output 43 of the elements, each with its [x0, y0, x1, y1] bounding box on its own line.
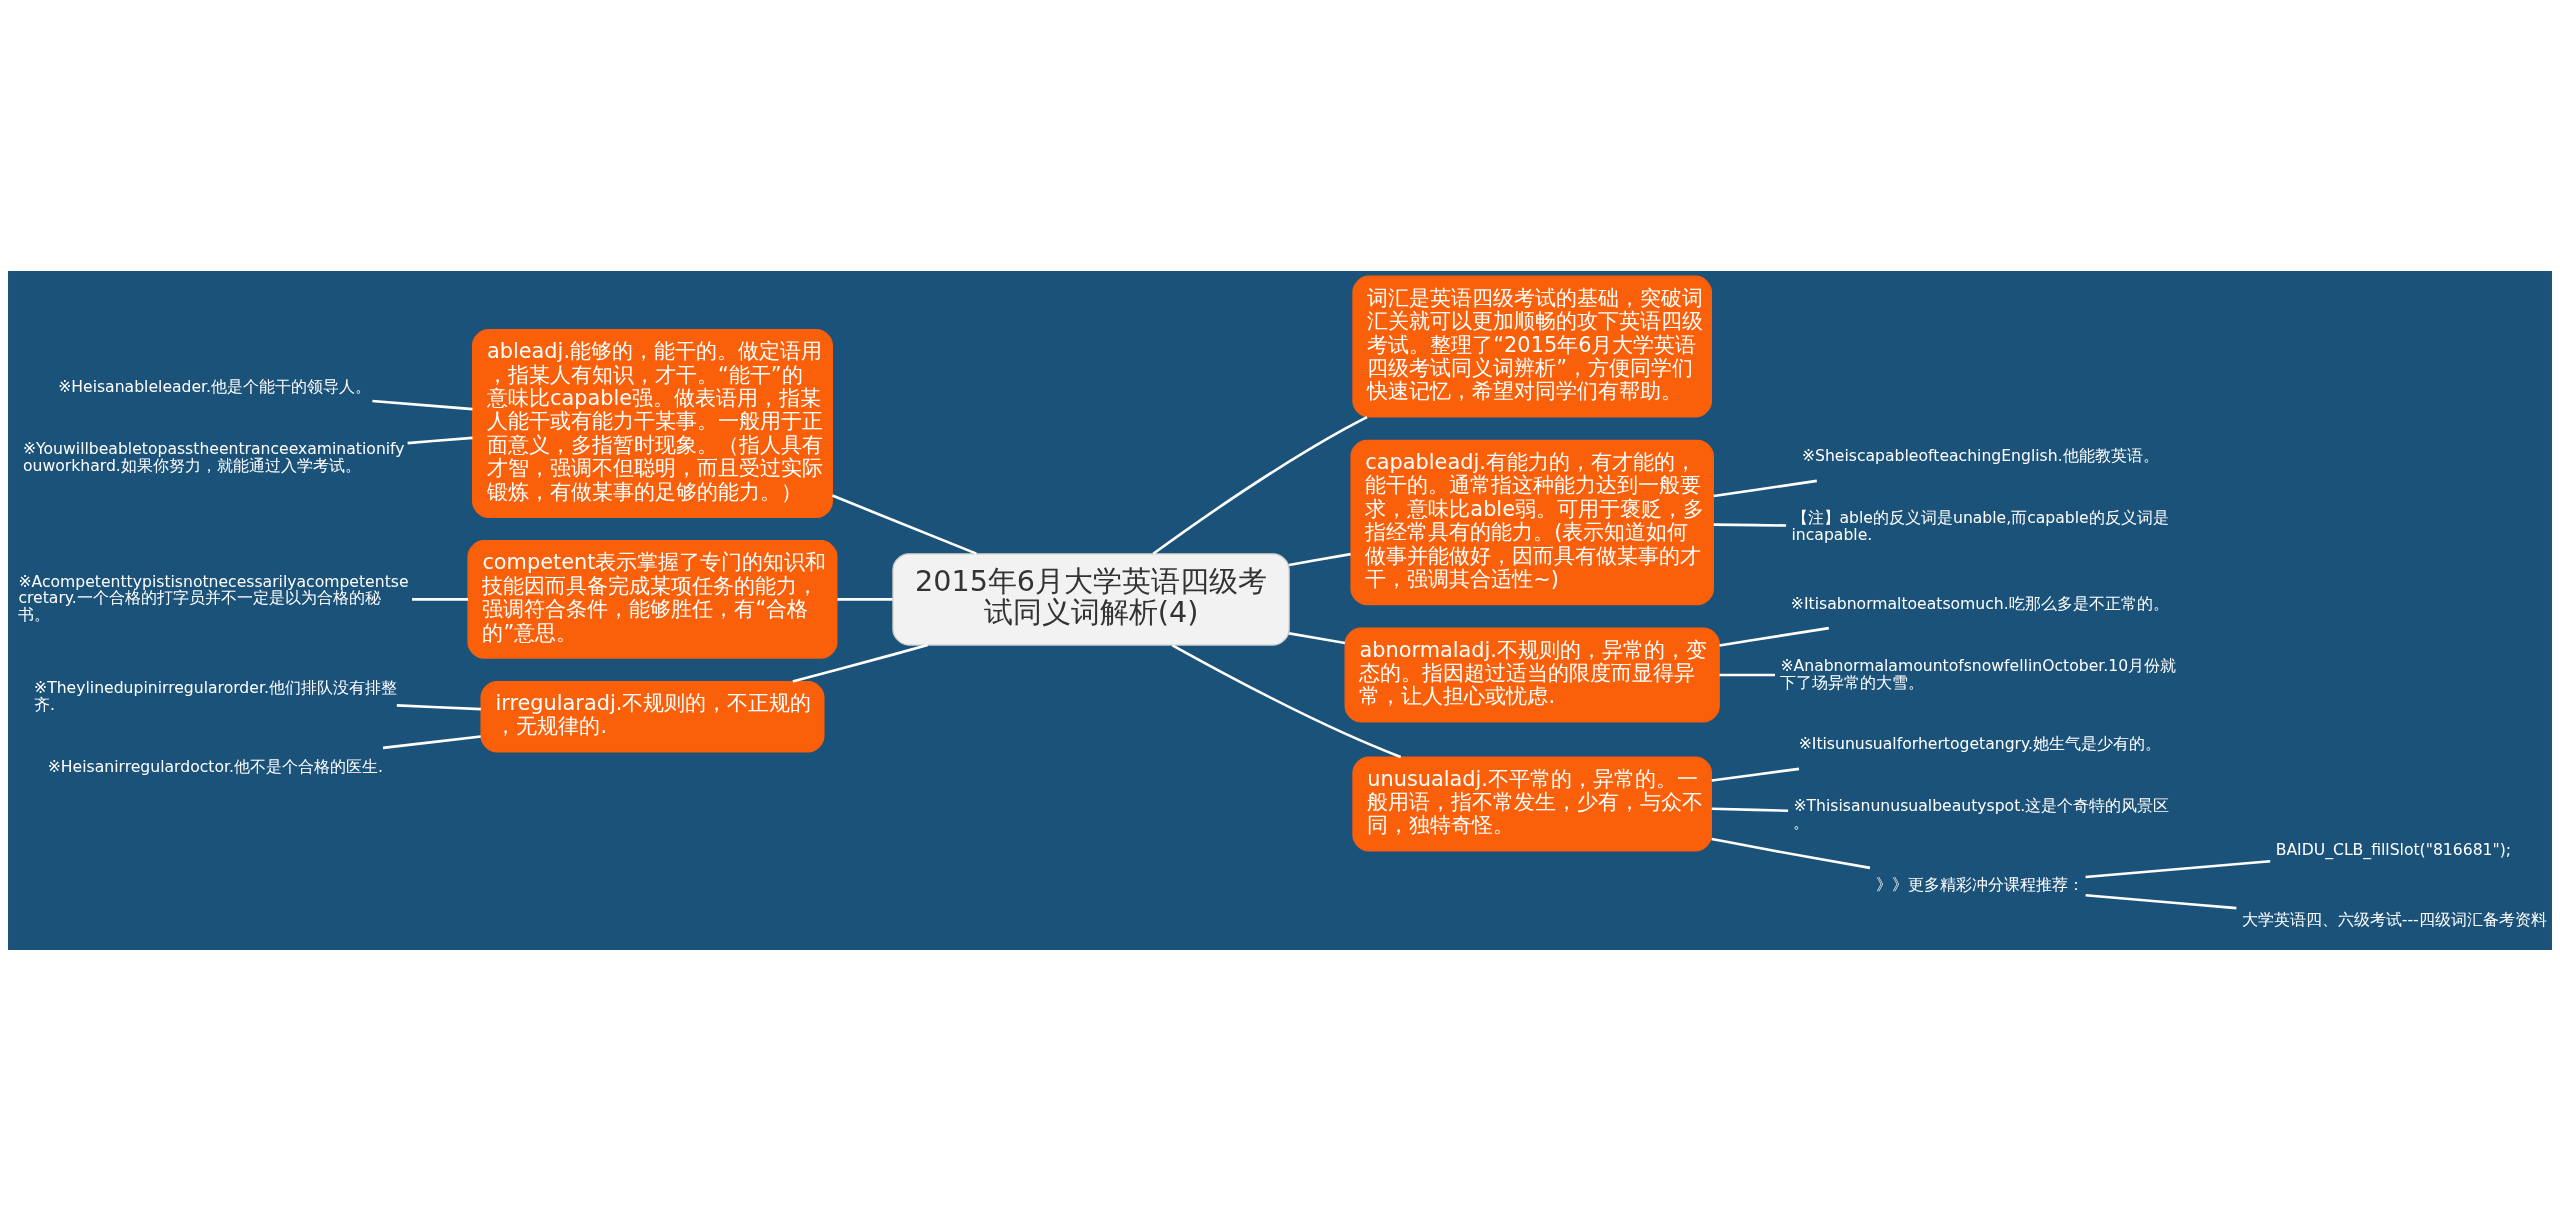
node-text: ※Itisunusualforhertogetangry.她生气是少有的。 — [1798, 734, 2161, 754]
node-box: ableadj.能够的，能干的。做定语用，指某人有知识，才干。“能干”的意味比capable强。做表语用，指某人能干或有能力干某事。一般用于正面意义，多指暂时现象。（指人具有才智，强调不但聪明，而且受过实际锻炼，有做某事的足够的能力。） — [472, 329, 833, 518]
node-box: competent表示掌握了专门的知识和技能因而具备完成某项任务的能力，强调符合条件，能够胜任，有“合格的”意思。 — [467, 540, 838, 659]
node-box: irregularadj.不规则的，不正规的，无规律的. — [480, 680, 825, 753]
node-box: abnormaladj.不规则的，异常的，变态的。指因超过适当的限度而显得异常，让人担心或忧虑. — [1344, 627, 1720, 723]
node-text: 大学英语四、六级考试---四级词汇备考资料 — [2241, 910, 2547, 930]
connector — [1152, 415, 1368, 555]
connector — [1719, 626, 1829, 647]
connector — [412, 598, 469, 601]
node-text: BAIDU_CLB_fillSlot("816681"); — [2275, 839, 2512, 859]
node-box: capableadj.有能力的，有才能的，能干的。通常指这种能力达到一般要求，意味比able弱。可用于褒贬，多指经常具有的能力。(表示知道如何做事并能做好，因而具有做某事的才干，强调其合适性~) — [1350, 439, 1714, 606]
connector — [2085, 893, 2237, 910]
connector — [837, 598, 893, 601]
connector — [831, 494, 977, 555]
connector — [1713, 479, 1817, 498]
connector — [1288, 632, 1346, 645]
connector — [1719, 673, 1775, 677]
node-text: ※AnabnormalamountofsnowfellinOctober.10月份就下了场异常的大雪。 — [1780, 655, 2177, 692]
node-box: 词汇是英语四级考试的基础，突破词汇关就可以更加顺畅的攻下英语四级考试。整理了“2015年6月大学英语四级考试同义词辨析”，方便同学们快速记忆，希望对同学们有帮助。 — [1352, 275, 1713, 418]
connector — [1288, 552, 1351, 567]
connector — [1711, 767, 1800, 782]
connector — [407, 436, 473, 445]
connector — [1713, 523, 1787, 527]
node-text: ※Thisisanunusualbeautyspot.这是个奇特的风景区。 — [1793, 796, 2170, 833]
node-text: 【注】able的反义词是unable,而capable的反义词是incapable. — [1791, 508, 2169, 545]
connector — [1711, 837, 1871, 870]
node-text: ※Heisanableleader.他是个能干的领导人。 — [58, 377, 372, 397]
node-text: ※Itisabnormaltoeatsomuch.吃那么多是不正常的。 — [1790, 593, 2169, 613]
connector — [382, 735, 481, 750]
connector — [2085, 859, 2271, 879]
connector — [792, 643, 928, 683]
node-box: unusualadj.不平常的，异常的。一般用语，指不常发生，少有，与众不同，独特奇怪。 — [1352, 756, 1713, 852]
node-text: ※Youwillbeabletopasstheentranceexaminationifyouworkhard.如果你努力，就能通过入学考试。 — [23, 439, 405, 476]
node-text: ※Theylinedupinirregularorder.他们排队没有排整齐. — [34, 677, 397, 714]
connector — [1711, 807, 1789, 813]
connector — [396, 704, 481, 711]
connector — [372, 399, 473, 411]
node-text: ※Heisanirregulardoctor.他不是个合格的医生. — [47, 756, 383, 776]
node-text: 》》更多精彩冲分课程推荐： — [1875, 875, 2084, 895]
node-text: ※Acompetenttypistisnotnecessarilyacompetentsecretary.一个合格的打字员并不一定是以为合格的秘书。 — [18, 571, 409, 625]
node-text: ※SheiscapableofteachingEnglish.他能教英语。 — [1801, 446, 2159, 466]
node-box: 2015年6月大学英语四级考试同义词解析(4) — [892, 553, 1290, 646]
connector — [1171, 644, 1402, 759]
